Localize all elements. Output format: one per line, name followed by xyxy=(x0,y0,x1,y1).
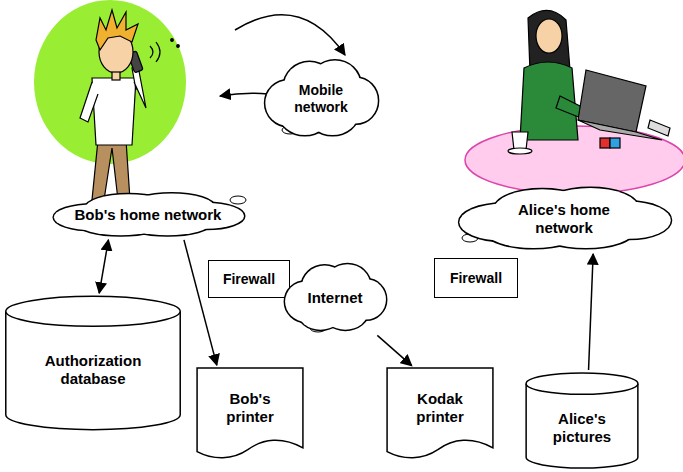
node-label: Authorization database xyxy=(13,352,173,388)
network-cloud: Alice's home network xyxy=(455,186,673,252)
mobile-link xyxy=(235,15,345,55)
node-label: Mobile network xyxy=(285,82,357,116)
connector-arrow xyxy=(184,240,217,365)
cloud-swirl xyxy=(230,126,478,332)
node-label: Bob's printer xyxy=(205,390,295,426)
printer-document: Bob's printer xyxy=(196,367,304,461)
signal-marks xyxy=(150,39,179,62)
alice-figure xyxy=(508,10,670,154)
node-label: Kodak printer xyxy=(395,390,485,426)
bob-background xyxy=(34,0,186,164)
node-label: Firewall xyxy=(223,271,275,288)
node-label: Firewall xyxy=(450,270,502,287)
firewall-box: Firewall xyxy=(208,260,290,298)
network-cloud: Bob's home network xyxy=(50,192,246,238)
node-label: Alice's home network xyxy=(508,201,620,237)
database-cylinder: Alice's pictures xyxy=(525,372,639,469)
bob-figure xyxy=(80,10,146,200)
database-cylinder: Authorization database xyxy=(4,295,182,431)
firewall-box: Firewall xyxy=(434,258,518,298)
node-label: Internet xyxy=(307,289,362,307)
mobile-link xyxy=(220,93,268,96)
node-label: Alice's pictures xyxy=(533,410,631,446)
connector-arrow xyxy=(589,254,594,370)
node-label: Bob's home network xyxy=(75,206,222,224)
network-cloud: Internet xyxy=(283,262,387,334)
network-cloud: Mobile network xyxy=(263,58,379,140)
connector-arrow xyxy=(99,240,108,293)
printer-document: Kodak printer xyxy=(386,367,494,461)
connector-arrow xyxy=(377,335,411,365)
